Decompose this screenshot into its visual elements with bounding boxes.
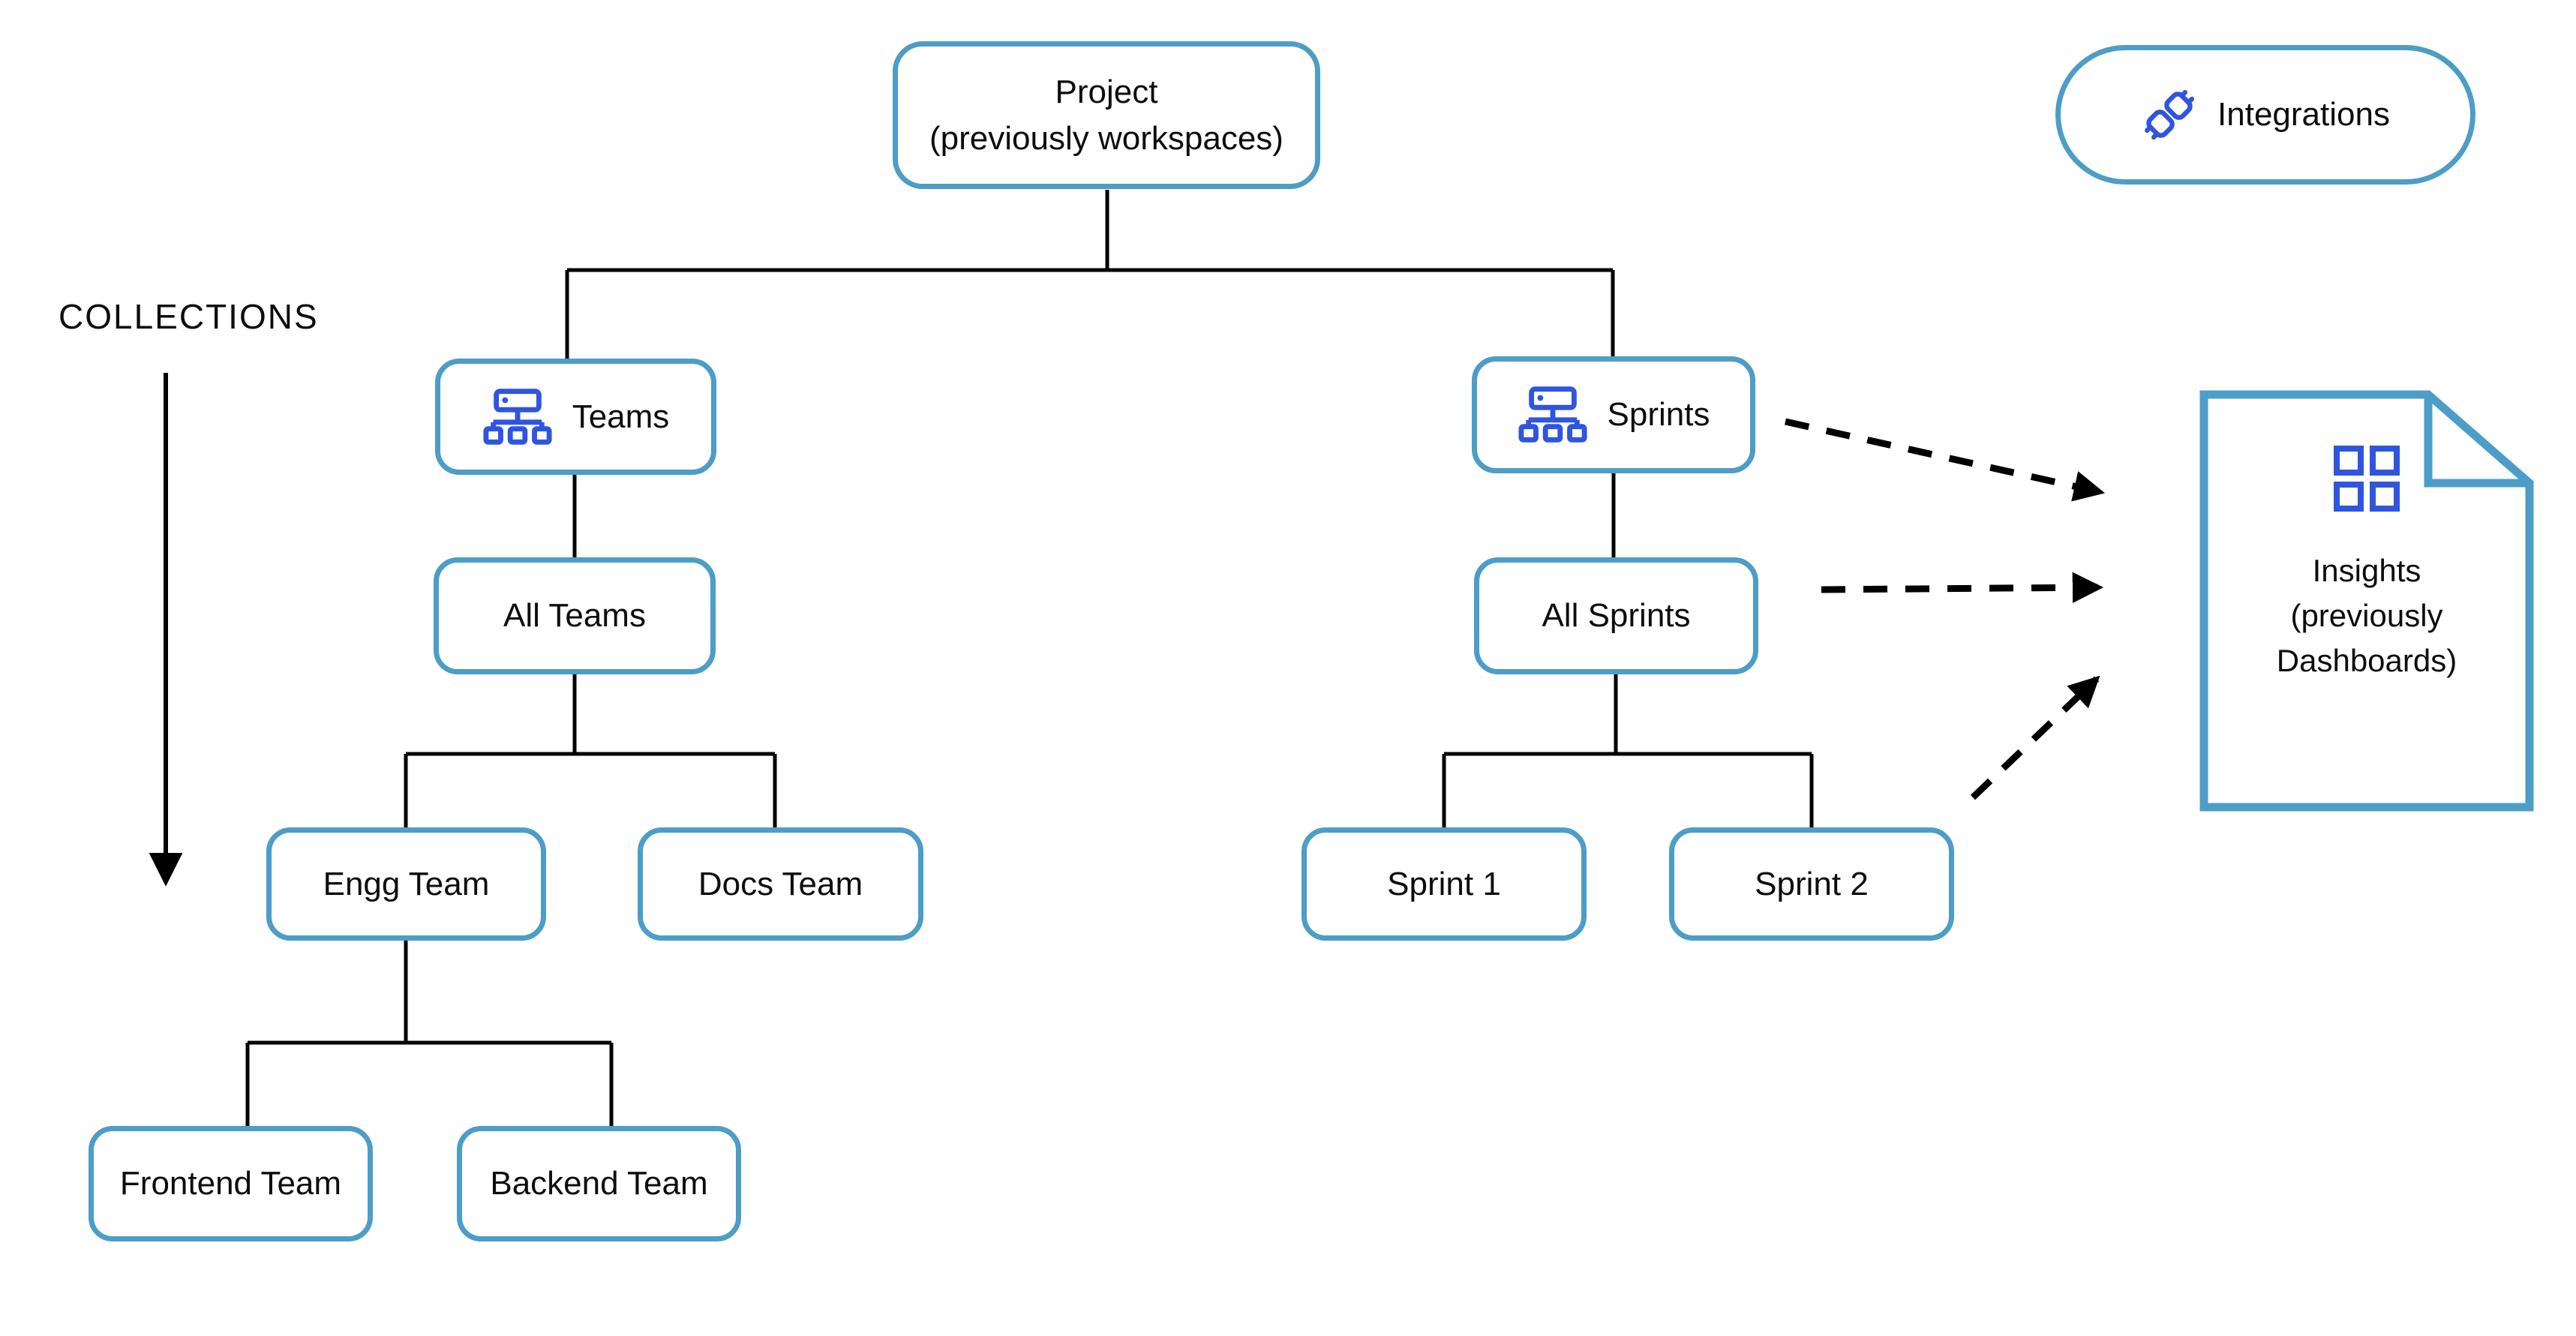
node-sprints: Sprints [1472,356,1755,473]
node-all-sprints: All Sprints [1474,557,1758,674]
node-sprint-2: Sprint 2 [1669,827,1954,941]
node-all-teams: All Teams [434,557,716,674]
node-sprint-1: Sprint 1 [1302,827,1587,941]
project-line1: Project [1055,73,1158,110]
all-sprints-label: All Sprints [1542,597,1691,634]
collections-label: COLLECTIONS [59,297,319,336]
node-engg-team: Engg Team [266,827,546,941]
insights-line3: Dashboards) [2276,643,2457,678]
backend-team-label: Backend Team [490,1165,708,1202]
node-docs-team: Docs Team [638,827,923,941]
dashed-arrow-sprints-insights [1785,418,2106,502]
org-chart-icon [1518,385,1588,445]
sprint-1-label: Sprint 1 [1387,865,1501,902]
dashed-arrow-sprint2-insights [1970,675,2100,800]
project-line2: (previously workspaces) [929,119,1283,157]
grid-icon [2332,444,2401,517]
sprints-label: Sprints [1607,396,1710,433]
insights-line2: (previously [2290,598,2443,633]
engg-team-label: Engg Team [323,865,490,902]
document-shape [2199,390,2534,812]
docs-team-label: Docs Team [698,865,863,902]
org-chart-icon [482,387,553,447]
node-backend-team: Backend Team [457,1126,741,1241]
insights-line1: Insights [2312,553,2421,588]
dashed-arrow-allsprints-insights [1821,572,2104,603]
teams-label: Teams [572,398,670,435]
node-frontend-team: Frontend Team [89,1126,373,1241]
node-integrations: Integrations [2055,45,2475,185]
plug-icon [2141,86,2198,143]
integrations-label: Integrations [2217,96,2390,133]
sprint-2-label: Sprint 2 [1755,865,1869,902]
node-project: Project (previously workspaces) [893,41,1320,189]
node-teams: Teams [435,359,716,475]
all-teams-label: All Teams [503,597,646,634]
frontend-team-label: Frontend Team [119,1165,342,1202]
node-insights: Insights (previously Dashboards) [2199,390,2534,812]
